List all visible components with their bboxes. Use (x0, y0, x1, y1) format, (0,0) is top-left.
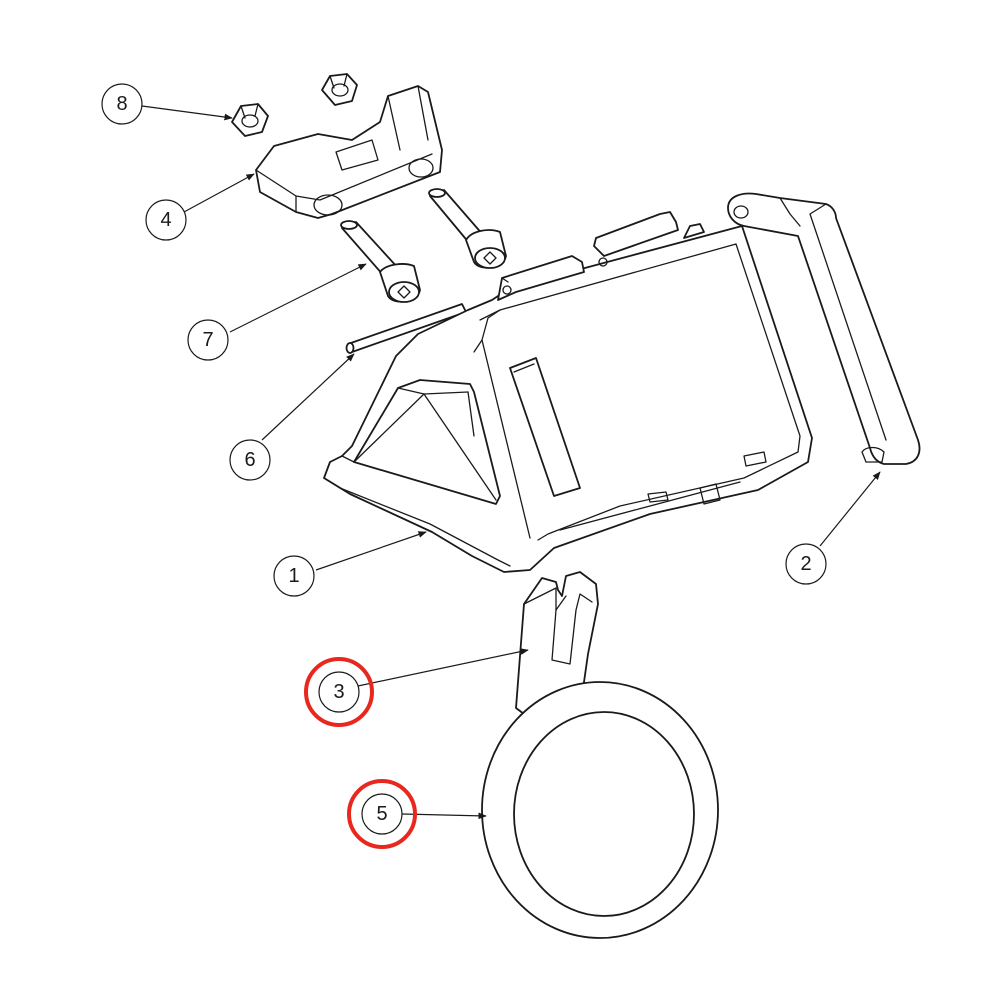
leader-3 (357, 648, 529, 687)
part-4-clamp (255, 85, 443, 219)
balloon-label-4: 4 (160, 209, 171, 231)
balloon-7: 7 (187, 319, 229, 361)
nut-left (231, 103, 269, 137)
balloon-4: 4 (145, 199, 187, 241)
leader-8 (141, 105, 233, 121)
balloon-label-3: 3 (333, 681, 344, 703)
nut-right (321, 73, 358, 106)
balloon-label-5: 5 (376, 803, 387, 825)
balloon-2: 2 (785, 543, 827, 585)
part-1-housing (323, 211, 813, 573)
leader-1 (315, 531, 427, 571)
bolt-left (340, 220, 421, 303)
balloon-label-8: 8 (116, 93, 127, 115)
balloon-1: 1 (273, 555, 315, 597)
part-5-ring (481, 681, 719, 939)
leader-4 (183, 173, 255, 213)
bolt-right (428, 188, 507, 269)
part-7-bolts (340, 188, 507, 303)
highlight-ring-3 (304, 657, 374, 727)
balloon-label-2: 2 (800, 553, 811, 575)
balloon-label-6: 6 (244, 449, 255, 471)
balloon-label-7: 7 (202, 329, 213, 351)
leader-7 (229, 263, 367, 333)
highlight-ring-5 (347, 779, 417, 849)
balloon-6: 6 (229, 439, 271, 481)
leader-2 (819, 471, 881, 547)
leader-6 (261, 353, 355, 441)
balloon-8: 8 (101, 83, 143, 125)
part-2-strap (727, 192, 921, 465)
part-8-nuts (231, 73, 358, 137)
balloon-5: 5 (347, 779, 417, 849)
balloon-3: 3 (304, 657, 374, 727)
balloon-label-1: 1 (288, 565, 299, 587)
